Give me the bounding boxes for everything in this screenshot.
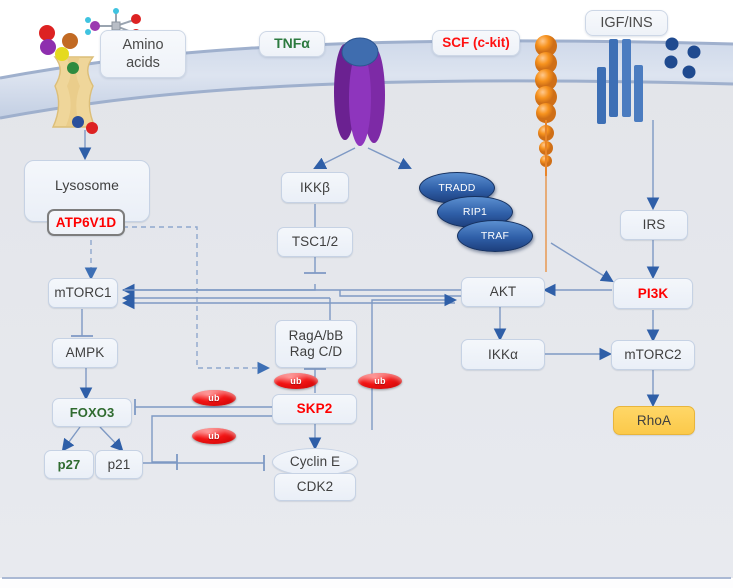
node-p27[interactable]: p27 [44,450,94,479]
akt-label: AKT [489,284,517,300]
ub-1-label: ub [208,393,220,403]
amino-acids-line2: acids [126,55,160,71]
node-rhoa[interactable]: RhoA [613,406,695,435]
ampk-label: AMPK [65,345,105,361]
rhoa-label: RhoA [636,412,672,428]
adaptor-traf: TRAF [457,220,533,252]
scf-receptor-icon [535,35,557,272]
node-irs[interactable]: IRS [620,210,688,240]
node-mtorc1[interactable]: mTORC1 [48,278,118,308]
ikka-label: IKKα [488,346,518,362]
node-cyclin-e[interactable]: Cyclin E [272,448,358,476]
rip1-label: RIP1 [462,206,488,218]
igf-ligand-spheres-icon [664,37,701,79]
rag-line1: RagA/bB [288,328,344,344]
traf-label: TRAF [480,230,510,242]
ub-4-label: ub [374,376,386,386]
skp2-label: SKP2 [296,401,333,417]
irs-label: IRS [642,217,666,233]
node-ikkb[interactable]: IKKβ [281,172,349,203]
foxo3-label: FOXO3 [69,404,115,420]
ub-badge-2: ub [192,428,236,444]
node-akt[interactable]: AKT [461,277,545,307]
igf-ins-label: IGF/INS [600,14,653,31]
node-rag[interactable]: RagA/bB Rag C/D [275,320,357,368]
amino-acids-line1: Amino [122,36,164,53]
node-pi3k[interactable]: PI3K [613,278,693,309]
igf-receptor-icon [597,39,643,124]
node-tsc12[interactable]: TSC1/2 [277,227,353,257]
mtorc2-label: mTORC2 [624,347,682,363]
tsc12-label: TSC1/2 [291,234,339,250]
node-p21[interactable]: p21 [95,450,143,479]
node-mtorc2[interactable]: mTORC2 [611,340,695,370]
cdk2-label: CDK2 [296,479,334,495]
ub-3-label: ub [290,376,302,386]
amino-acid-spheres-icon [39,25,98,134]
node-ikka[interactable]: IKKα [461,339,545,370]
ikkb-label: IKKβ [300,179,330,195]
node-cdk2[interactable]: CDK2 [274,473,356,501]
node-atp6v1d[interactable]: ATP6V1D [47,209,125,236]
ub-badge-3: ub [274,373,318,389]
ub-2-label: ub [208,431,220,441]
atp6v1d-label: ATP6V1D [55,214,117,230]
scf-label: SCF (c-kit) [442,34,510,50]
ligand-label-tnfa: TNFα [259,31,325,57]
node-skp2[interactable]: SKP2 [272,394,357,424]
rag-line2: Rag C/D [289,344,343,359]
ligand-label-scf: SCF (c-kit) [432,30,520,56]
ligand-label-amino-acids: Amino acids [100,30,186,78]
mtorc1-label: mTORC1 [54,285,112,301]
tnf-receptor-icon [334,37,385,146]
ub-badge-4: ub [358,373,402,389]
ub-badge-1: ub [192,390,236,406]
pi3k-label: PI3K [637,285,669,301]
node-ampk[interactable]: AMPK [52,338,118,368]
p21-label: p21 [107,456,131,472]
tnfa-label: TNFα [274,35,310,52]
cyclin-e-label: Cyclin E [289,454,341,470]
lysosome-label: Lysosome [54,177,120,193]
ligand-label-igf-ins: IGF/INS [585,10,668,36]
node-foxo3[interactable]: FOXO3 [52,398,132,427]
p27-label: p27 [57,456,81,472]
tradd-label: TRADD [438,182,476,194]
